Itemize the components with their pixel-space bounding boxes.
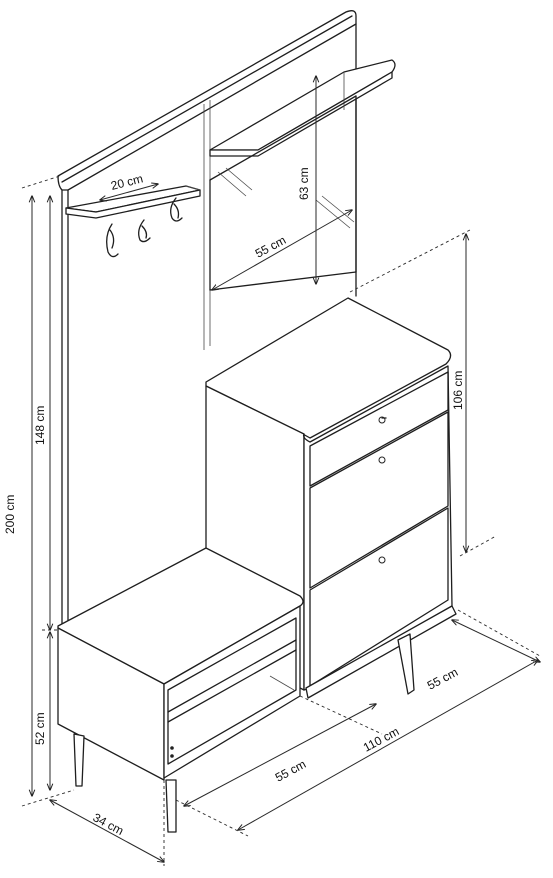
label-mirror-height: 63 cm: [297, 167, 311, 200]
coat-hook: [106, 223, 119, 258]
label-bench-height: 52 cm: [33, 712, 47, 745]
label-side-depth: 34 cm: [91, 810, 126, 838]
coat-hook: [170, 197, 183, 222]
label-cabinet-depth: 55 cm: [425, 665, 460, 693]
bench: [57, 547, 304, 833]
label-upper-height: 148 cm: [33, 406, 47, 445]
label-total-height: 200 cm: [3, 495, 17, 534]
label-cabinet-height: 106 cm: [451, 371, 465, 410]
coat-hook: [138, 219, 151, 243]
label-bench-width: 55 cm: [273, 757, 308, 785]
dimension-lines: [21, 76, 540, 866]
coat-hooks: [106, 197, 183, 258]
top-shelf: [209, 59, 396, 157]
label-total-width: 110 cm: [361, 724, 402, 754]
